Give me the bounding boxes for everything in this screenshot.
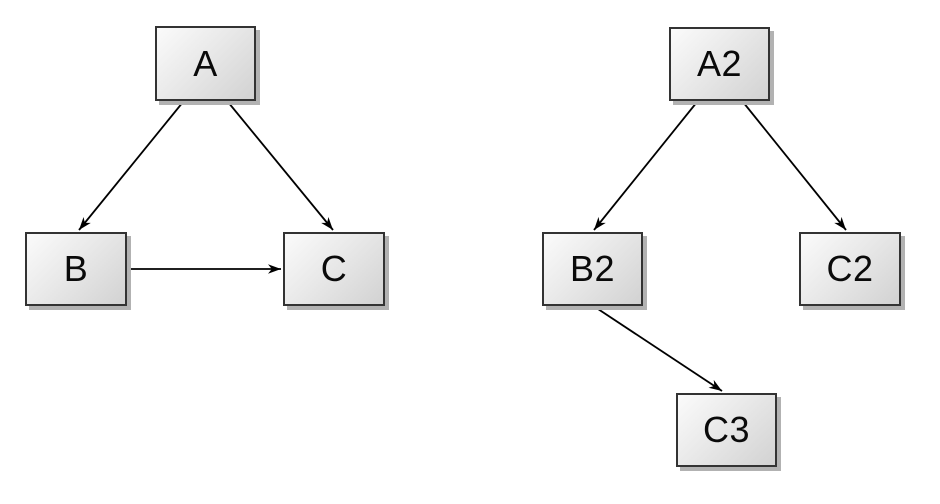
diagram-node-C: C	[283, 232, 385, 306]
edge-A-to-B	[78, 101, 184, 231]
node-label-B2: B2	[569, 248, 616, 289]
node-label-A2: A2	[696, 43, 743, 84]
node-label-B: B	[63, 248, 89, 289]
node-label-C3: C3	[702, 409, 751, 450]
node-label-C2: C2	[826, 248, 874, 289]
diagram-node-A2: A2	[669, 27, 770, 101]
diagram-node-B2: B2	[542, 232, 643, 306]
edge-A2-to-C2	[742, 101, 847, 231]
edge-A-to-C	[227, 101, 334, 231]
node-label-C: C	[320, 248, 348, 289]
diagram-node-C2: C2	[799, 232, 901, 306]
diagram-node-C3: C3	[676, 393, 777, 467]
edge-A2-to-B2	[593, 101, 698, 231]
edges-group	[78, 101, 847, 392]
node-label-A: A	[193, 42, 218, 84]
diagram-node-B: B	[25, 232, 127, 306]
edge-B2-to-C3	[594, 306, 723, 392]
diagram-node-A: A	[155, 26, 256, 101]
